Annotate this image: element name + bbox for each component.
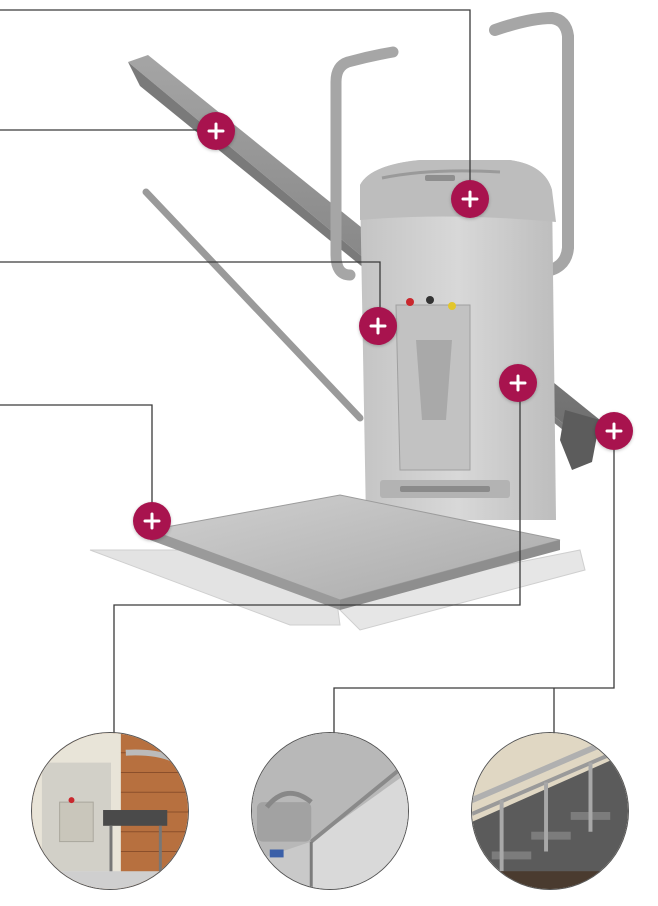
- plus-icon: [369, 317, 387, 335]
- lower-rail-rod: [142, 188, 364, 422]
- hotspot-side-panel[interactable]: [499, 364, 537, 402]
- stair-rail-photo: [472, 733, 628, 889]
- callout-line-rail-end: [333, 440, 615, 735]
- hotspot-top-control[interactable]: [451, 180, 489, 218]
- left-handle: [330, 46, 399, 281]
- thumb-installed-lift[interactable]: [31, 732, 189, 890]
- plus-icon: [461, 190, 479, 208]
- plus-icon: [605, 422, 623, 440]
- hotspot-control-panel[interactable]: [359, 307, 397, 345]
- plus-icon: [143, 512, 161, 530]
- hotspot-rail-end[interactable]: [595, 412, 633, 450]
- thumb-rail-on-stairs[interactable]: [471, 732, 629, 890]
- callout-line-top-control: [0, 9, 471, 190]
- plus-icon: [509, 374, 527, 392]
- callout-line-control-panel: [0, 261, 381, 320]
- callout-lines: [0, 9, 615, 735]
- lift-installed-photo: [32, 733, 188, 889]
- plus-icon: [207, 122, 225, 140]
- right-handle: [489, 11, 574, 278]
- callout-line-platform: [0, 404, 153, 515]
- hotspot-rail[interactable]: [197, 112, 235, 150]
- callout-line-side-panel: [113, 390, 521, 735]
- handle-closeup-photo: [252, 733, 408, 889]
- hotspot-platform[interactable]: [133, 502, 171, 540]
- thumb-handle-closeup[interactable]: [251, 732, 409, 890]
